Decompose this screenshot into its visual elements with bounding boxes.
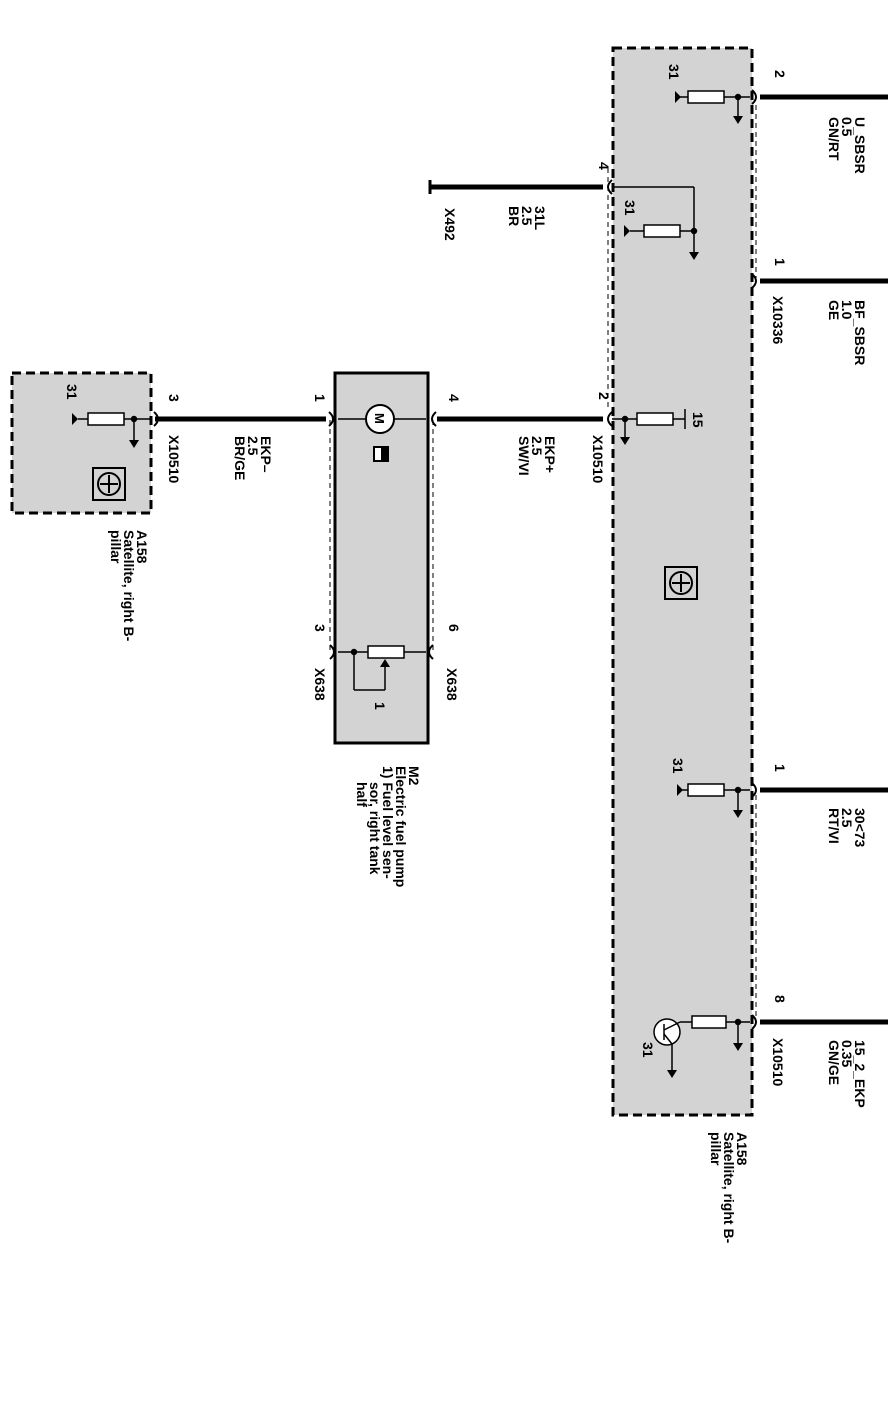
ground-arrow — [733, 810, 743, 818]
connector-x10336: X10336 — [770, 296, 786, 345]
pin-label: 4 — [596, 162, 612, 170]
connector-x492: X492 — [442, 208, 458, 241]
wire-label-30: 30<73 2.5 RT/VI — [826, 808, 868, 847]
pullup-resistor-top — [680, 90, 750, 122]
ground-arrow — [129, 440, 139, 448]
terminal-15-label: 15 — [690, 412, 706, 428]
ground-arrow — [620, 437, 630, 445]
satellite-symbol-main — [664, 566, 698, 600]
wire-color: GN/RT — [826, 117, 842, 161]
pullup-resistor-mid — [682, 783, 750, 815]
ground-arrow — [733, 1043, 743, 1051]
resistor-ekp-minus — [78, 412, 152, 445]
satellite-symbol-small — [92, 467, 126, 501]
pin-label: 8 — [772, 995, 788, 1003]
pin-label: 1 — [772, 258, 788, 266]
ground-label: 31 — [64, 384, 80, 400]
ground-arrow — [689, 252, 699, 260]
wire-color: SW/VI — [516, 436, 532, 476]
pin-label: 4 — [446, 394, 462, 402]
ground-arrow — [733, 116, 743, 124]
connector-x10510-right: X10510 — [770, 1038, 786, 1087]
ground-31-symbol — [677, 784, 683, 796]
ground-label: 31 — [666, 64, 682, 80]
wire-label-u-sbsr: U_SBSR 0.5 GN/RT — [826, 117, 868, 174]
ground-label: 31 — [670, 758, 686, 774]
connector-x638: X638 — [312, 668, 328, 701]
wire-color: BR — [506, 206, 522, 227]
ground-31-symbol — [72, 413, 78, 425]
a158-main-module — [611, 46, 754, 1117]
connector-arcs — [153, 89, 757, 1030]
wire-color: RT/VI — [826, 808, 842, 844]
ground-31-symbol — [675, 91, 681, 103]
wire-label-bf-sbsr: BF_SBSR 1.0 GE — [826, 300, 868, 365]
wire-label-31l: 31L 2.5 BR — [506, 206, 548, 230]
ground-label: 31 — [622, 200, 638, 216]
wire-label-ekp-minus: EKP– 2.5 BR/GE — [232, 436, 274, 481]
connector-x10510-left: X10510 — [166, 435, 182, 484]
m2-fuel-pump-module — [333, 371, 430, 745]
pin-label: 3 — [312, 624, 328, 632]
fuel-level-sensor — [338, 645, 426, 691]
wire-color: GE — [826, 300, 842, 321]
resistor-31l — [612, 186, 698, 258]
ground-31-symbol — [624, 225, 630, 237]
ground-arrow — [667, 1070, 677, 1078]
wire-color: GN/GE — [826, 1040, 842, 1086]
pin-label: 6 — [446, 624, 462, 632]
pin-label: 2 — [596, 392, 612, 400]
sensor-ref-label: 1 — [372, 702, 388, 710]
wire-label-15-2-ekp: 15_2_EKP 0.35 GN/GE — [826, 1040, 868, 1108]
pin-label: 1 — [772, 764, 788, 772]
connector-x10510-top: X10510 — [590, 435, 606, 484]
wire-color: BR/GE — [232, 436, 248, 481]
pin-label: 1 — [312, 394, 328, 402]
pin-label: 2 — [772, 70, 788, 78]
pin-label: 3 — [166, 394, 182, 402]
motor-m2 — [338, 404, 426, 462]
a158-small-module — [10, 371, 153, 515]
transistor-driver — [653, 1015, 750, 1075]
module-label-m2: M2 Electric fuel pump 1) Fuel level sen-… — [354, 766, 422, 887]
module-label-a158-main: A158 Satellite, right B- pillar — [708, 1132, 750, 1243]
connector-x638: X638 — [444, 668, 460, 701]
module-label-a158-small: A158 Satellite, right B- pillar — [108, 530, 150, 641]
ground-label: 31 — [640, 1042, 656, 1058]
sensor-wiper-arrow — [380, 659, 390, 667]
motor-label: M — [372, 413, 387, 424]
wire-label-ekp-plus: EKP+ 2.5 SW/VI — [516, 436, 558, 476]
resistor-ekp-plus — [612, 409, 686, 442]
